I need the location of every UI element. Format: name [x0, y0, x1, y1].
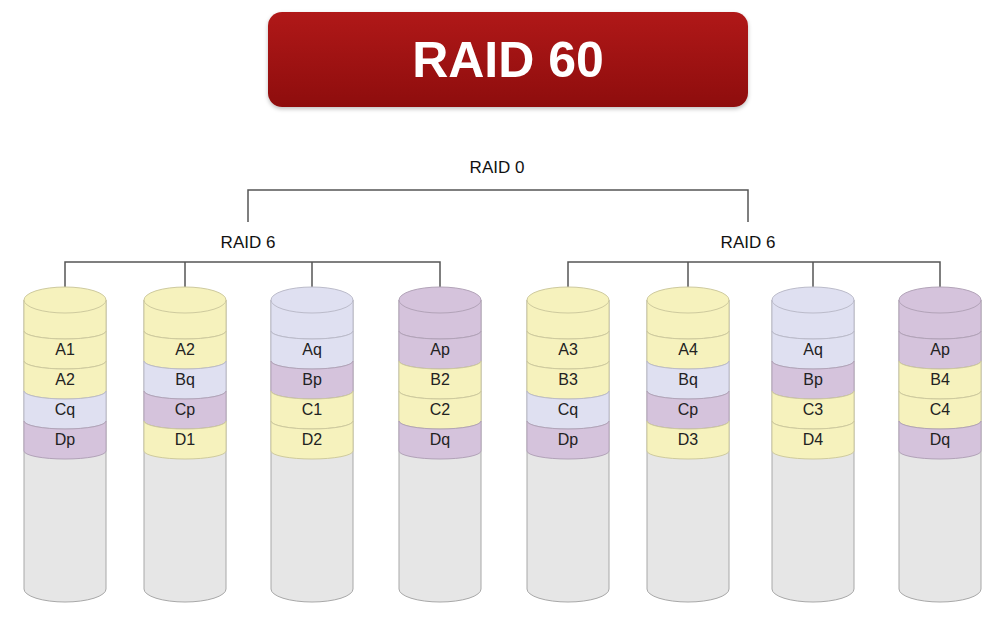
block-label: Dp	[558, 425, 578, 455]
data-band	[271, 331, 353, 369]
disk-body	[899, 300, 981, 602]
title-text: RAID 60	[412, 31, 604, 89]
data-band	[527, 331, 609, 369]
block-label: A3	[558, 335, 578, 365]
block-label: Bq	[678, 365, 698, 395]
data-band	[772, 331, 854, 369]
raid6-bracket	[568, 262, 940, 290]
disk-drive: A1A2CqDp	[23, 284, 107, 606]
block-label: Aq	[803, 335, 823, 365]
block-label: D2	[302, 425, 322, 455]
data-band	[647, 361, 729, 399]
data-band	[144, 331, 226, 369]
data-band	[399, 421, 481, 459]
data-band	[24, 421, 106, 459]
block-label: Cq	[55, 395, 75, 425]
data-band	[399, 391, 481, 429]
disk-body	[399, 300, 481, 602]
data-band	[271, 361, 353, 399]
disk-drive: A4BqCpD3	[646, 284, 730, 606]
data-band	[399, 331, 481, 369]
block-label: Cp	[678, 395, 698, 425]
data-band	[647, 331, 729, 369]
data-band	[271, 391, 353, 429]
disk-body	[271, 300, 353, 602]
block-label: D1	[175, 425, 195, 455]
data-band	[24, 391, 106, 429]
data-band	[527, 361, 609, 399]
data-band	[527, 391, 609, 429]
disk-cap	[24, 287, 106, 313]
block-label: Dp	[55, 425, 75, 455]
data-band	[144, 361, 226, 399]
block-label: A2	[175, 335, 195, 365]
disk-drive: ApB4C4Dq	[898, 284, 982, 606]
data-band	[271, 421, 353, 459]
raid0-bracket	[248, 190, 748, 222]
disk-body	[772, 300, 854, 602]
data-band	[899, 421, 981, 459]
block-label: Ap	[930, 335, 950, 365]
raid-level-label: RAID 6	[718, 233, 779, 253]
disk-cap	[271, 287, 353, 313]
block-label: B3	[558, 365, 578, 395]
raid-level-label: RAID 6	[218, 233, 279, 253]
disk-cap	[144, 287, 226, 313]
block-label: D3	[678, 425, 698, 455]
data-band	[772, 361, 854, 399]
disk-drive: ApB2C2Dq	[398, 284, 482, 606]
raid6-bracket	[65, 262, 440, 290]
data-band	[144, 391, 226, 429]
block-label: C2	[430, 395, 450, 425]
disk-body	[647, 300, 729, 602]
block-label: Cq	[558, 395, 578, 425]
raid-level-label: RAID 0	[467, 158, 528, 178]
block-label: A2	[55, 365, 75, 395]
disk-cap	[527, 287, 609, 313]
disk-drive: AqBpC1D2	[270, 284, 354, 606]
disk-body	[527, 300, 609, 602]
data-band	[24, 331, 106, 369]
disk-cap	[399, 287, 481, 313]
block-label: Dq	[430, 425, 450, 455]
data-band	[899, 361, 981, 399]
disk-cap	[647, 287, 729, 313]
data-band	[899, 331, 981, 369]
disk-drive: A3B3CqDp	[526, 284, 610, 606]
block-label: C1	[302, 395, 322, 425]
block-label: Cp	[175, 395, 195, 425]
data-band	[399, 361, 481, 399]
block-label: Bp	[302, 365, 322, 395]
block-label: A4	[678, 335, 698, 365]
data-band	[527, 421, 609, 459]
disk-body	[144, 300, 226, 602]
block-label: C3	[803, 395, 823, 425]
data-band	[24, 361, 106, 399]
block-label: A1	[55, 335, 75, 365]
block-label: B2	[430, 365, 450, 395]
data-band	[899, 391, 981, 429]
data-band	[647, 391, 729, 429]
disk-cap	[772, 287, 854, 313]
block-label: Bp	[803, 365, 823, 395]
title-banner: RAID 60	[268, 12, 748, 107]
block-label: Bq	[175, 365, 195, 395]
disk-drive: AqBpC3D4	[771, 284, 855, 606]
block-label: C4	[930, 395, 950, 425]
block-label: B4	[930, 365, 950, 395]
data-band	[647, 421, 729, 459]
disk-cap	[899, 287, 981, 313]
block-label: Aq	[302, 335, 322, 365]
block-label: D4	[803, 425, 823, 455]
disk-body	[24, 300, 106, 602]
data-band	[772, 421, 854, 459]
block-label: Ap	[430, 335, 450, 365]
block-label: Dq	[930, 425, 950, 455]
data-band	[144, 421, 226, 459]
disk-drive: A2BqCpD1	[143, 284, 227, 606]
data-band	[772, 391, 854, 429]
